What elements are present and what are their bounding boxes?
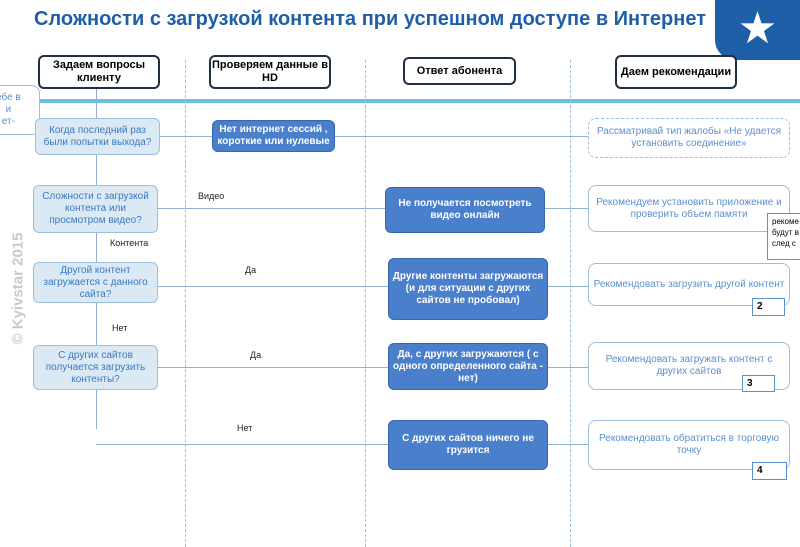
connector (96, 89, 97, 429)
side-note: рекоме будут в след с (767, 213, 800, 260)
question-content-or-video: Сложности с загрузкой контента или просм… (33, 185, 158, 233)
left-note: ебе в и ет- (0, 85, 40, 135)
recommendation-store: Рекомендовать обратиться в торговую точк… (588, 420, 790, 470)
header-subscriber-answer: Ответ абонента (403, 57, 516, 85)
header-ask-questions: Задаем вопросы клиенту (38, 55, 160, 89)
header-divider (0, 99, 800, 103)
label-content: Контента (110, 238, 149, 248)
page-title: Сложности с загрузкой контента при успеш… (34, 8, 706, 30)
hd-check-result: Нет интернет сессий , короткие или нулев… (212, 120, 335, 152)
connector (548, 444, 588, 445)
step-number-2: 2 (752, 298, 785, 316)
answer-video: Не получается посмотреть видео онлайн (385, 187, 545, 233)
question-other-sites: С других сайтов получается загрузить кон… (33, 345, 158, 390)
connector (545, 208, 588, 209)
label-no: Нет (237, 423, 253, 433)
connector (160, 136, 212, 137)
step-number-3: 3 (742, 375, 775, 392)
connector (158, 208, 385, 209)
label-video: Видео (198, 191, 225, 201)
kyivstar-star-logo: ★ (715, 0, 800, 60)
answer-other-sites-yes: Да, с других загружаются ( с одного опре… (388, 343, 548, 390)
question-other-content: Другой контент загружается с данного сай… (33, 262, 158, 303)
lane-divider (185, 60, 186, 547)
answer-nothing-loads: С других сайтов ничего не грузится (388, 420, 548, 470)
lane-divider (570, 60, 571, 547)
label-yes: Да (250, 350, 262, 360)
header-recommendations: Даем рекомендации (615, 55, 737, 89)
connector (96, 444, 388, 445)
step-number-4: 4 (752, 462, 787, 480)
connector (158, 286, 388, 287)
header-check-hd: Проверяем данные в HD (209, 55, 331, 89)
label-no: Нет (112, 323, 128, 333)
recommendation-install-app: Рекомендуем установить приложение и пров… (588, 185, 790, 232)
answer-other-content: Другие контенты загружаются (и для ситуа… (388, 258, 548, 320)
lane-divider (365, 60, 366, 547)
recommendation-connection: Рассматривай тип жалобы «Не удается уста… (588, 118, 790, 158)
connector (335, 136, 588, 137)
connector (548, 367, 588, 368)
watermark: © Kyivstar 2015 (9, 232, 27, 345)
label-yes: Да (245, 265, 257, 275)
connector (548, 286, 588, 287)
connector (158, 367, 388, 368)
question-last-attempt: Когда последний раз были попытки выхода? (35, 118, 160, 155)
